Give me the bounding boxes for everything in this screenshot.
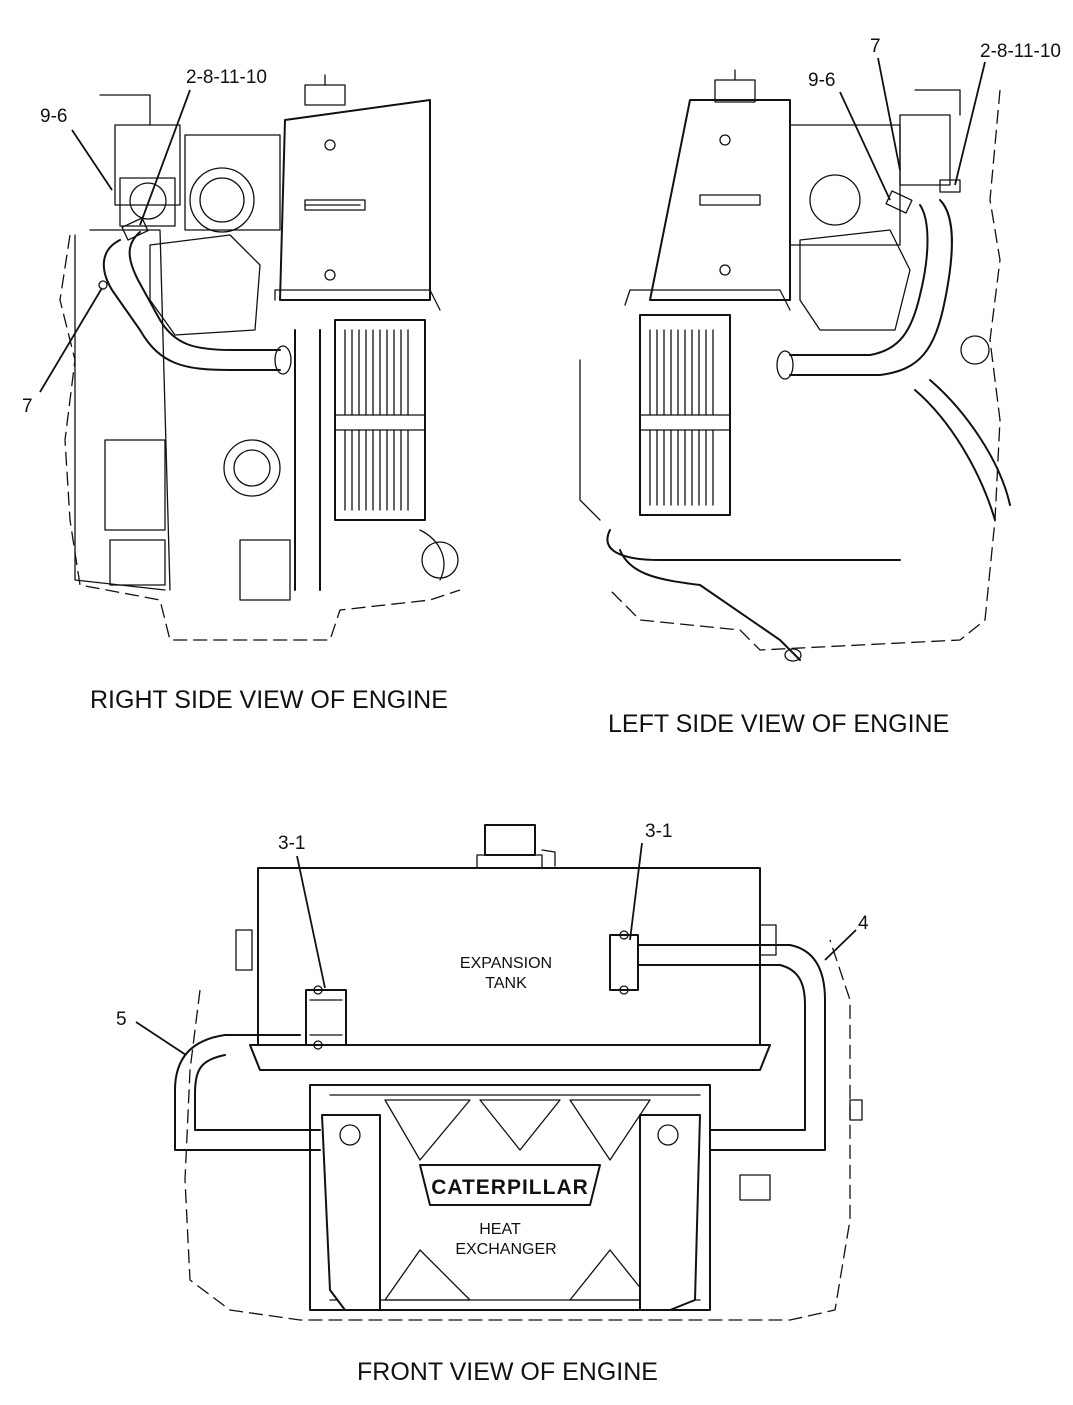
callout-2-8-11-10-right: 2-8-11-10 [186, 67, 267, 88]
callout-9-6-left: 9-6 [808, 70, 835, 91]
callout-5: 5 [116, 1009, 127, 1030]
callout-7-left: 7 [870, 36, 881, 57]
expansion-tank-label-line1: EXPANSION [460, 955, 552, 972]
caption-right-side-view: RIGHT SIDE VIEW OF ENGINE [90, 686, 448, 714]
callout-2-8-11-10-left: 2-8-11-10 [980, 41, 1061, 62]
callout-4: 4 [858, 913, 869, 934]
expansion-tank-label-line2: TANK [485, 975, 527, 992]
callout-3-1-left: 3-1 [278, 833, 305, 854]
heat-exchanger-label-line2: EXCHANGER [455, 1241, 556, 1258]
callout-9-6-right: 9-6 [40, 106, 67, 127]
callout-7-right: 7 [22, 396, 33, 417]
heat-exchanger-label-line1: HEAT [479, 1221, 521, 1238]
brand-logo-text: CATERPILLAR [431, 1176, 589, 1199]
caption-front-view: FRONT VIEW OF ENGINE [357, 1358, 658, 1386]
caption-left-side-view: LEFT SIDE VIEW OF ENGINE [608, 710, 949, 738]
right-side-view: 2-8-11-10 9-6 7 RIGHT SIDE VIEW OF ENGIN… [22, 67, 461, 714]
callout-3-1-right: 3-1 [645, 821, 672, 842]
left-side-view: 7 2-8-11-10 9-6 LEFT SIDE VIEW OF ENGINE [579, 36, 1061, 738]
front-view: CATERPILLAR HEAT EXCHANGER EXPANSION TAN… [116, 821, 869, 1386]
